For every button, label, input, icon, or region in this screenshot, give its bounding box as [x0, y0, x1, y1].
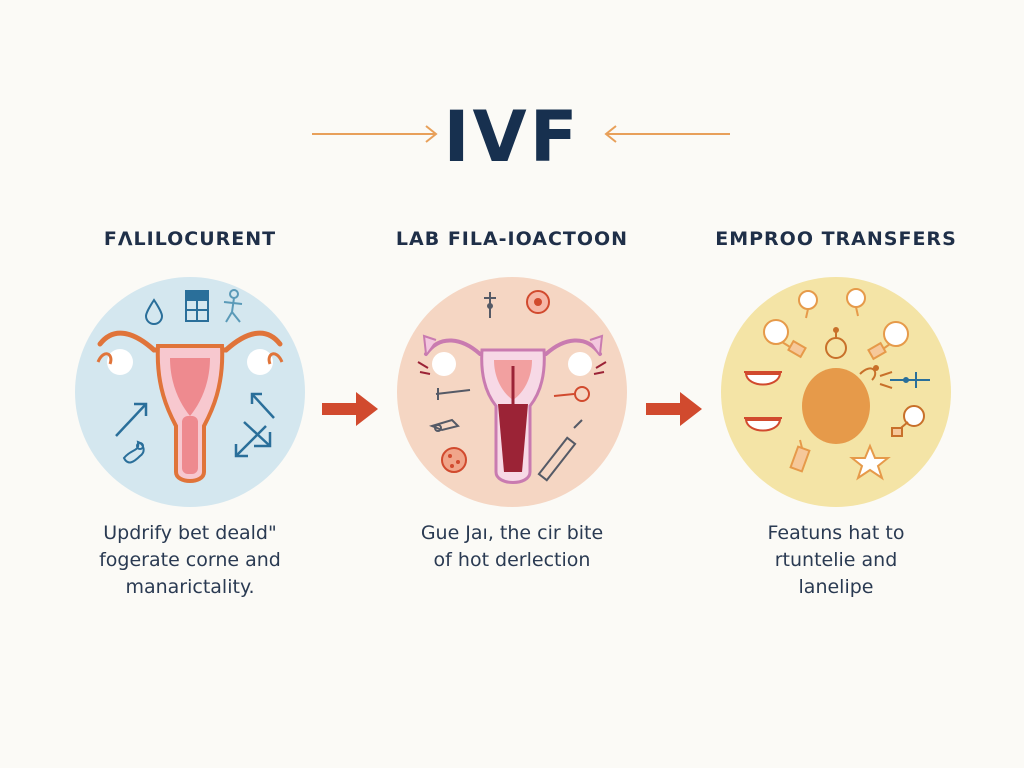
calendar-icon — [185, 290, 209, 322]
follicle-icon — [122, 440, 145, 464]
flow-arrow-icon — [646, 392, 702, 426]
uterus-icon — [417, 334, 607, 484]
vial-icon — [789, 439, 811, 473]
tweezers-icon — [428, 418, 460, 432]
egg-icon — [526, 290, 550, 314]
left-arrow-icon — [312, 125, 438, 143]
stage-circle — [75, 277, 305, 507]
needle-icon — [435, 388, 471, 400]
description-line: rtuntelie and — [774, 549, 898, 571]
lamp-icon — [891, 405, 925, 437]
stage-follicle: FΛLILOCURENT — [40, 228, 340, 608]
stage-lab-fertilization: LAB FILA-IOACTOON — [362, 228, 662, 608]
star-icon — [849, 443, 891, 481]
description-line: manarictality. — [125, 576, 255, 598]
title-row: IVF — [0, 96, 1024, 176]
cycle-arrows-icon — [115, 392, 275, 458]
bowl-icon — [744, 371, 782, 432]
stage-description: Updrify bet deald" fogerate corne and ma… — [40, 520, 340, 601]
droplet-icon — [144, 298, 164, 325]
cell-icon — [763, 288, 909, 361]
stage-description: Featuns hat to rtuntelie and lanelipe — [686, 520, 986, 601]
stage-title: LAB FILA-IOACTOON — [395, 228, 629, 250]
ring-icon — [825, 327, 847, 359]
description-line: Featuns hat to — [767, 522, 905, 544]
description-line: of hot derlection — [433, 549, 591, 571]
page-title: IVF — [443, 96, 581, 178]
description-line: lanelipe — [798, 576, 874, 598]
uterus-icon — [96, 330, 284, 483]
stage-embryo-transfer: EMPROO TRANSFERS — [686, 228, 986, 608]
pipette-icon — [879, 371, 930, 389]
embryo-icon — [802, 365, 879, 444]
description-line: Updrify bet deald" — [103, 522, 277, 544]
lens-icon — [553, 386, 590, 402]
stage-title: EMPROO TRANSFERS — [715, 228, 957, 250]
syringe-icon — [537, 419, 583, 482]
person-icon — [223, 289, 243, 323]
stage-circle — [397, 277, 627, 507]
flow-arrow-icon — [322, 392, 378, 426]
dish-icon — [441, 447, 467, 473]
stage-title: FΛLILOCURENT — [103, 228, 277, 250]
description-line: fogerate corne and — [99, 549, 281, 571]
description-line: Gue Jaı, the cir bite — [420, 522, 604, 544]
right-arrow-icon — [604, 125, 730, 143]
stage-description: Gue Jaı, the cir bite of hot derlection — [362, 520, 662, 574]
stage-circle — [721, 277, 951, 507]
pipette-icon — [484, 292, 496, 318]
